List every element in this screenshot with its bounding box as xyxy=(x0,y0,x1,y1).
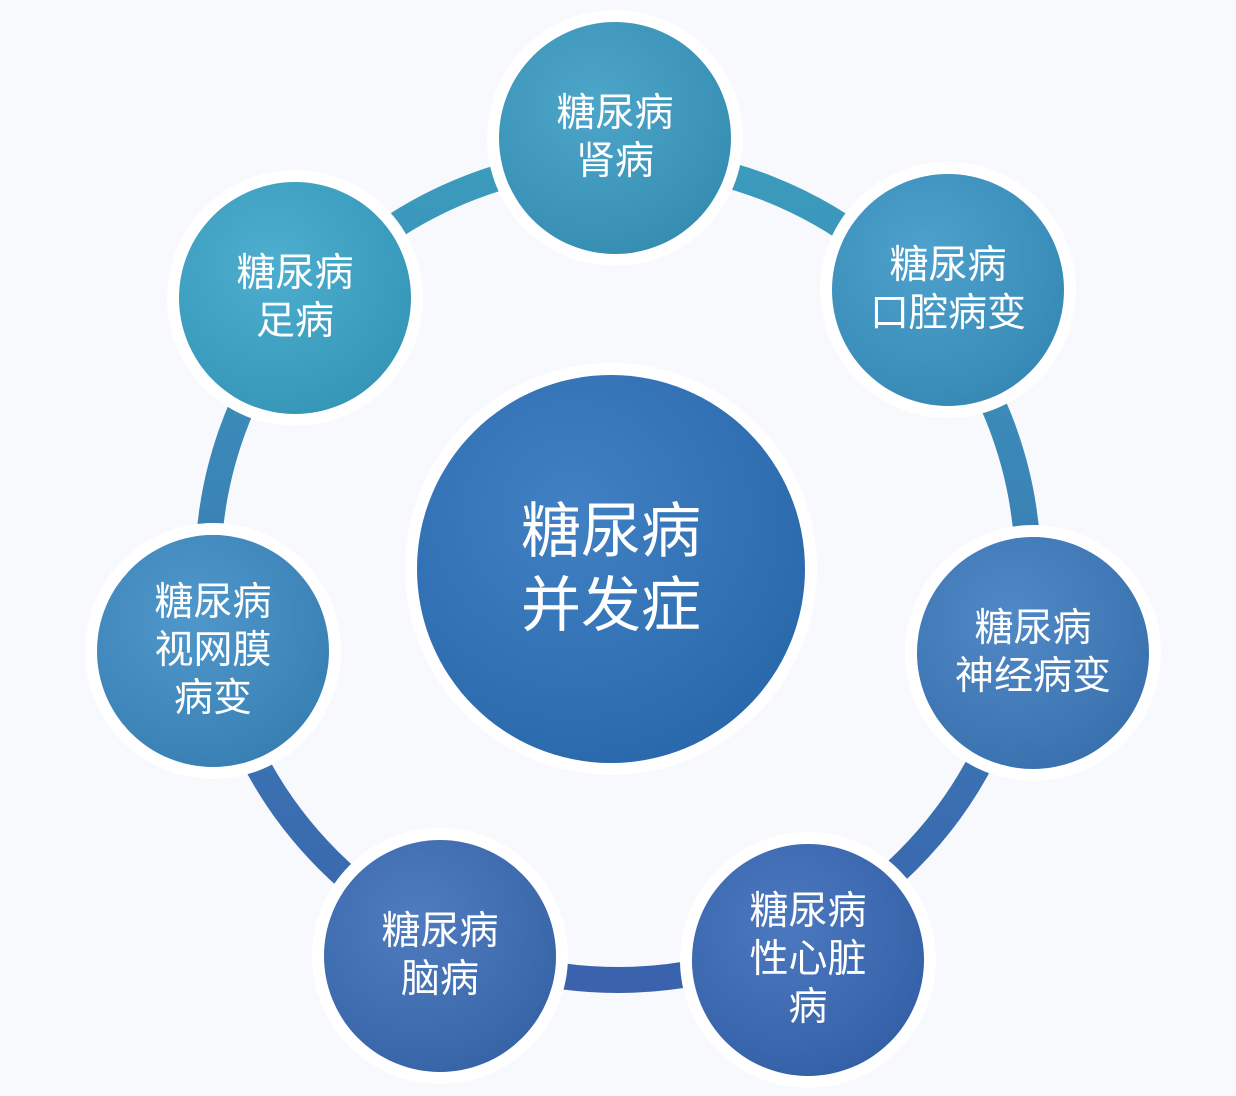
node-diabetic-foot: 糖尿病 足病 xyxy=(179,182,411,414)
node-1-line-1: 糖尿病 xyxy=(556,91,674,136)
node-6-line-2: 视网膜 xyxy=(154,628,272,673)
center-line-1: 糖尿病 xyxy=(521,497,701,567)
node-5-line-1: 糖尿病 xyxy=(381,909,499,954)
node-6-line-1: 糖尿病 xyxy=(154,580,272,625)
node-3-line-1: 糖尿病 xyxy=(974,606,1092,651)
node-diabetic-heart-disease: 糖尿病 性心脏 病 xyxy=(692,844,924,1076)
node-2-line-1: 糖尿病 xyxy=(889,243,1007,288)
node-4-line-3: 病 xyxy=(788,985,828,1030)
center-line-2: 并发症 xyxy=(521,571,701,641)
node-6-line-3: 病变 xyxy=(173,676,252,721)
node-5-line-2: 脑病 xyxy=(400,957,479,1002)
node-4-line-2: 性心脏 xyxy=(749,937,867,982)
center-node-complications: 糖尿病 并发症 xyxy=(417,375,805,763)
node-3-line-2: 神经病变 xyxy=(954,654,1111,699)
node-1-line-2: 肾病 xyxy=(575,139,654,184)
node-diabetic-oral-disease: 糖尿病 口腔病变 xyxy=(832,174,1064,406)
node-diabetic-neuropathy: 糖尿病 神经病变 xyxy=(917,537,1149,769)
node-4-line-1: 糖尿病 xyxy=(749,889,867,934)
node-7-line-2: 足病 xyxy=(255,299,334,344)
node-2-line-2: 口腔病变 xyxy=(869,291,1026,336)
node-7-line-1: 糖尿病 xyxy=(236,251,354,296)
node-diabetic-retinopathy: 糖尿病 视网膜 病变 xyxy=(97,535,329,767)
node-diabetic-brain-disease: 糖尿病 脑病 xyxy=(324,840,556,1072)
node-diabetic-nephropathy: 糖尿病 肾病 xyxy=(499,22,731,254)
